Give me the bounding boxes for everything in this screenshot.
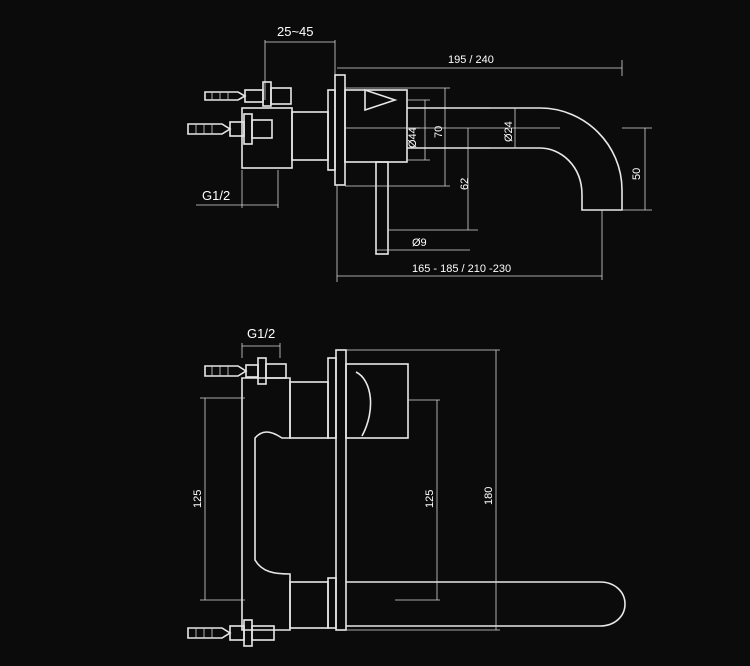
label-spout-drop: 50 (631, 168, 643, 180)
front-view: G1/2 (187, 326, 626, 647)
dim-inlet-spacing: 125 (192, 397, 245, 601)
label-spout-dia: Ø24 (503, 121, 515, 142)
side-view: 25~45 195 / 240 (187, 24, 652, 282)
label-plate-total: 180 (483, 487, 495, 505)
dim-reach: 165 - 185 / 210 -230 (336, 185, 602, 282)
dim-plate-total: 180 (346, 349, 500, 631)
label-body-dia: Ø44 (407, 127, 419, 148)
valve-body-front (241, 377, 329, 631)
label-inlet-spacing: 125 (192, 490, 204, 508)
dim-overall-length: 195 / 240 (337, 54, 623, 76)
label-overall-length-text: 195 / 240 (448, 54, 494, 66)
lower-connector-front (187, 619, 275, 647)
label-outlet-offset: 125 (424, 490, 436, 508)
dim-inlet-thread-side: G1/2 (196, 170, 279, 208)
dim-outlet-offset: 125 (408, 399, 440, 600)
label-plate-height: 70 (433, 126, 445, 138)
spout-front (346, 581, 626, 627)
lever-side: Ø9 (375, 161, 470, 255)
upper-connector-front (204, 357, 287, 385)
plate-front (327, 349, 409, 631)
dim-inlet-thread-front: G1/2 (241, 326, 281, 358)
label-inlet-thread-front: G1/2 (247, 326, 275, 341)
dim-install-depth: 25~45 (264, 24, 336, 100)
label-install-depth: 25~45 (277, 24, 314, 39)
valve-body-side (187, 74, 420, 186)
label-lever-dia: Ø9 (412, 237, 427, 249)
label-lever-drop: 62 (459, 178, 471, 190)
label-reach: 165 - 185 / 210 -230 (412, 263, 511, 275)
dim-body-plate: Ø44 70 (345, 87, 450, 187)
label-inlet-thread-side: G1/2 (202, 188, 230, 203)
spout-side: Ø24 62 50 (388, 107, 652, 280)
